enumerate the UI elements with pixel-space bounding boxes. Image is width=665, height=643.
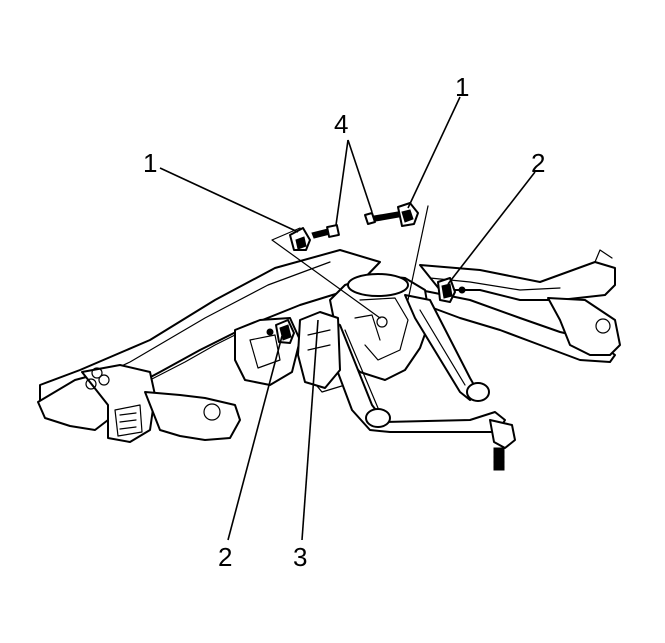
callout-2-right: 2 bbox=[531, 148, 545, 178]
callout-3: 3 bbox=[293, 542, 307, 572]
callout-4: 4 bbox=[334, 109, 348, 139]
callout-2-bottom: 2 bbox=[218, 542, 232, 572]
cam-bolt-left bbox=[311, 224, 340, 239]
ball-joint bbox=[489, 419, 516, 471]
leader-lines bbox=[159, 96, 536, 541]
cam-washer-left bbox=[289, 227, 311, 251]
cam-washer-right bbox=[397, 202, 419, 227]
crossmember bbox=[419, 289, 621, 363]
cam-washer-right-mounted bbox=[437, 277, 466, 303]
cam-bolt-right bbox=[364, 211, 400, 225]
callout-1-left: 1 bbox=[143, 148, 157, 178]
frame-front-end bbox=[37, 364, 241, 443]
callout-1-right: 1 bbox=[455, 72, 469, 102]
